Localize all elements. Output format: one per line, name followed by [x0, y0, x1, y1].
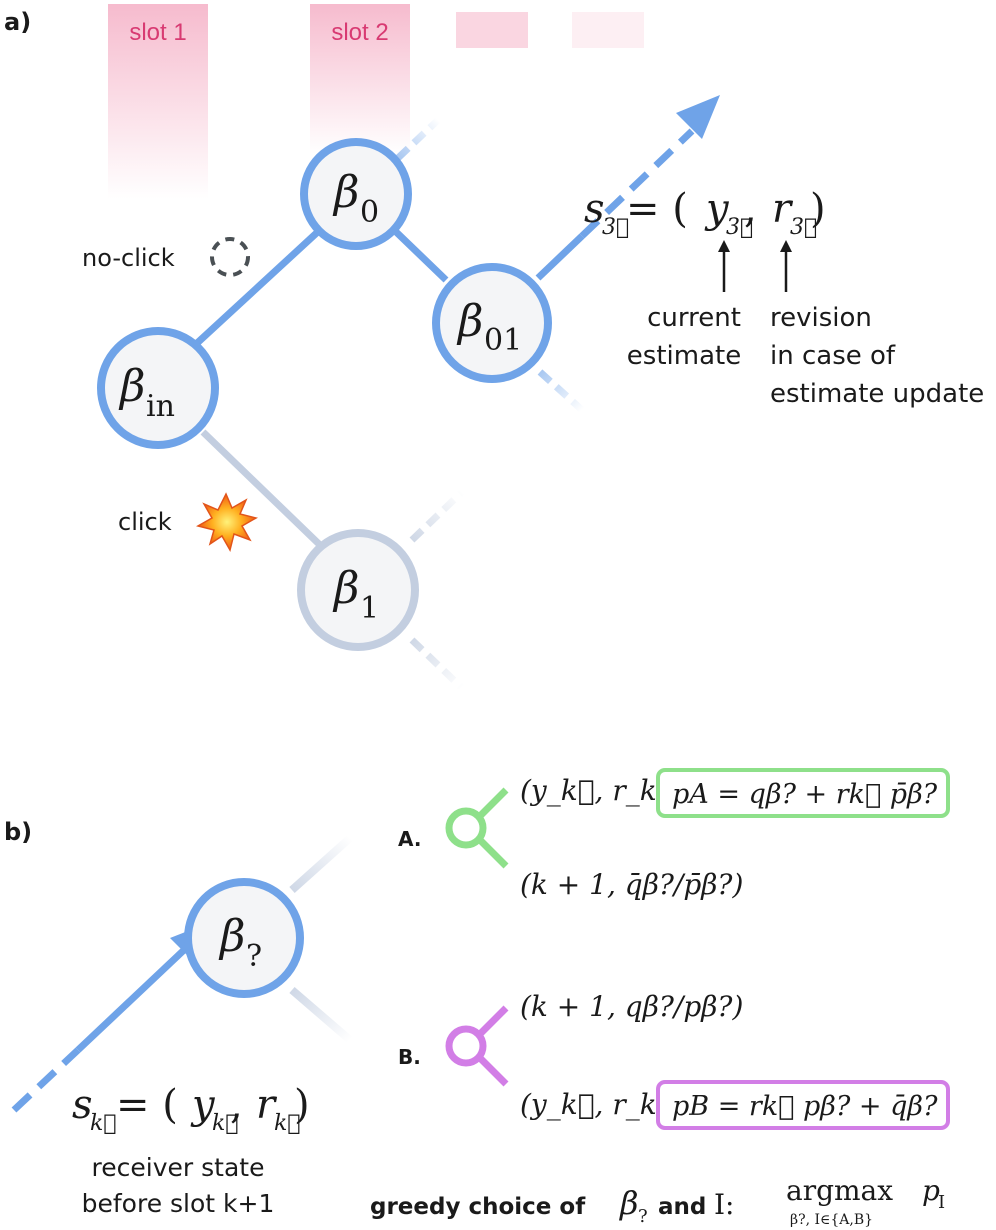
dashed-path-arrow: [579, 128, 695, 239]
state-b-r: r: [256, 1082, 278, 1128]
greedy-argmax-sub: β?, I∈{A,B}: [790, 1212, 873, 1228]
current-estimate-arrowhead: [718, 240, 730, 252]
node-beta-in-sub: in: [146, 389, 175, 424]
node-beta-in: β in: [97, 327, 219, 449]
input-dashed-arrow: [11, 1047, 81, 1113]
node-beta-1-symbol: β: [332, 563, 359, 614]
stub-1-down: [409, 637, 465, 691]
slot-3-column: [456, 12, 528, 48]
stub-01-down: [537, 369, 585, 413]
state-b-eq: = (: [116, 1082, 178, 1128]
revision-line3: estimate update: [770, 379, 984, 409]
slot-1-column: [108, 4, 208, 199]
state-b-y-sub: k⃗: [212, 1111, 239, 1136]
revision-line1: revision: [770, 303, 872, 333]
greedy-text: greedy choice of: [370, 1194, 586, 1220]
option-b-upper-state: (k + 1, qβ?/pβ?): [520, 990, 743, 1023]
option-b-prob-box: [656, 1080, 950, 1130]
node-beta-0-symbol: β: [332, 167, 359, 218]
no-click-label: no-click: [82, 244, 175, 272]
greedy-beta-sub: ?: [638, 1206, 648, 1227]
greedy-argmax: argmax: [786, 1174, 893, 1207]
input-arrow-line: [75, 947, 187, 1053]
state-b-s-sub: k⃗: [90, 1111, 117, 1136]
option-a-lower-state: (k + 1, q̄β?/p̄β?): [520, 868, 743, 901]
state-a-y-sub: 3⃗: [726, 215, 753, 240]
state-b-y: y: [190, 1082, 216, 1128]
option-b-prob: pB = rk⃗ pβ? + q̄β?: [672, 1091, 938, 1122]
option-a-prob: pA = qβ? + rk⃗ p̄β?: [672, 779, 938, 810]
state-b-r-sub: k⃗: [274, 1111, 301, 1136]
state-b-close: ): [294, 1082, 310, 1128]
stub-0-up: [395, 117, 441, 161]
node-beta-q-sub: ?: [246, 939, 262, 974]
node-b-branch-down: [289, 986, 353, 1044]
option-a-letter: A.: [398, 827, 421, 851]
state-a-s-sub: 3⃗: [602, 215, 629, 240]
receiver-line1: receiver state: [92, 1153, 265, 1182]
click-burst-icon: [196, 492, 258, 552]
node-beta-1-sub: 1: [360, 591, 379, 626]
receiver-line2: before slot k+1: [82, 1189, 275, 1218]
node-beta-01-sub: 01: [484, 323, 522, 358]
stub-1-up: [409, 489, 465, 543]
greedy-and: and: [658, 1194, 706, 1220]
state-equation-b: s k⃗ = ( y k⃗ , r k⃗ ): [72, 1082, 310, 1136]
state-b-s: s: [72, 1082, 93, 1128]
node-beta-01: β 01: [432, 263, 552, 383]
node-beta-01-symbol: β: [456, 296, 483, 347]
slot-columns: slot 1 slot 2: [108, 4, 644, 199]
slot-1-label: slot 1: [129, 19, 186, 46]
state-equation-a: s 3⃗ = ( y 3⃗ , r 3⃗ ): [584, 186, 826, 240]
node-beta-0-sub: 0: [360, 195, 379, 230]
panel-b-label: b): [4, 818, 32, 846]
edge-01-out: [535, 233, 585, 281]
greedy-I: I:: [714, 1188, 735, 1221]
option-b-fork-icon: [445, 1005, 509, 1087]
edge-in-to-0: [192, 225, 325, 348]
state-a-r-sub: 3⃗: [790, 215, 817, 240]
node-b-branch-up: [289, 835, 353, 893]
state-a-r: r: [772, 186, 794, 232]
greedy-p-sub: I: [938, 1192, 945, 1213]
node-beta-0: β 0: [300, 138, 412, 250]
slot-2-column: [310, 4, 410, 154]
node-beta-1: β 1: [297, 529, 419, 651]
node-beta-q-symbol: β: [218, 911, 245, 962]
current-estimate-line2: estimate: [627, 341, 741, 371]
no-click-icon: [210, 237, 250, 277]
node-beta-q: β ?: [184, 878, 304, 998]
state-a-comma: ,: [744, 186, 757, 232]
greedy-beta: β: [619, 1184, 639, 1222]
option-a-fork-icon: [445, 787, 509, 869]
state-a-close: ): [810, 186, 826, 232]
state-a-eq: = (: [626, 186, 688, 232]
current-estimate-line1: current: [647, 303, 741, 333]
revision-line2: in case of: [770, 341, 896, 371]
state-a-y: y: [704, 186, 730, 232]
state-a-s: s: [584, 186, 605, 232]
option-b-letter: B.: [398, 1045, 421, 1069]
edge-0-to-01: [389, 225, 449, 283]
option-a-prob-box: [656, 768, 950, 818]
revision-arrowhead: [780, 240, 792, 252]
click-label: click: [118, 508, 172, 536]
panel-a-label: a): [4, 8, 31, 36]
tree-edges: [192, 95, 720, 691]
slot-2-label: slot 2: [331, 19, 388, 46]
state-b-comma: ,: [230, 1082, 243, 1128]
edge-in-to-1: [200, 429, 323, 548]
greedy-p: p: [922, 1174, 940, 1207]
node-beta-in-symbol: β: [118, 361, 145, 412]
path-arrowhead: [676, 95, 720, 139]
slot-4-column: [572, 12, 644, 48]
greedy-choice: greedy choice of β ? and I: argmax β?, I…: [370, 1174, 945, 1228]
